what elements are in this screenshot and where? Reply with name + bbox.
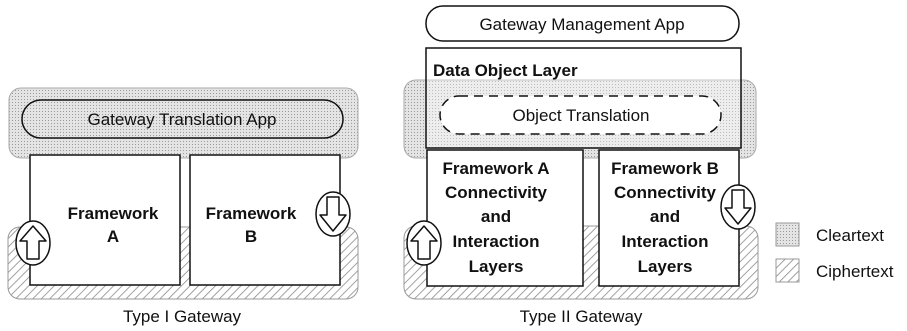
type2-framework-b-line3: and — [650, 207, 680, 226]
up-arrow-icon — [15, 220, 51, 266]
type1-framework-a-line2: A — [107, 227, 119, 246]
type1-framework-b-line2: B — [245, 227, 257, 246]
type2-framework-a-line5: Layers — [469, 257, 524, 276]
type2-framework-a-line3: and — [481, 207, 511, 226]
type2-framework-b-box — [598, 149, 740, 287]
type2-framework-b-line5: Layers — [638, 257, 693, 276]
type2-gateway: Gateway Management App Data Object Layer… — [403, 5, 759, 326]
type2-caption: Type II Gateway — [520, 307, 643, 326]
gateway-translation-app — [21, 99, 344, 139]
type1-gateway: Gateway Translation App Framework A Fram… — [7, 87, 359, 326]
gateway-translation-app-label: Gateway Translation App — [87, 110, 276, 129]
legend: Cleartext Ciphertext — [775, 222, 894, 283]
type1-framework-b-box — [189, 154, 341, 286]
type2-framework-a-box — [426, 149, 584, 287]
object-translation — [439, 95, 722, 135]
type2-framework-b-line4: Interaction — [622, 232, 709, 251]
down-arrow-icon — [315, 191, 351, 237]
legend-cleartext-label: Cleartext — [816, 226, 884, 245]
type2-framework-a-line4: Interaction — [453, 232, 540, 251]
type2-framework-b-line2: Connectivity — [614, 183, 717, 202]
gateway-management-app-label: Gateway Management App — [479, 15, 684, 34]
up-arrow-icon — [406, 220, 442, 266]
type1-caption: Type I Gateway — [123, 307, 242, 326]
gateway-management-app — [425, 5, 740, 42]
type1-framework-a-box — [29, 154, 181, 286]
legend-cleartext-swatch — [775, 222, 800, 247]
data-object-layer-label: Data Object Layer — [433, 61, 578, 80]
legend-ciphertext-label: Ciphertext — [816, 262, 894, 281]
type2-framework-a-line2: Connectivity — [445, 183, 548, 202]
down-arrow-icon — [720, 184, 756, 230]
object-translation-label: Object Translation — [512, 106, 649, 125]
type1-framework-a-line1: Framework — [68, 204, 159, 223]
type2-framework-b-line1: Framework B — [611, 159, 719, 178]
type2-framework-a-line1: Framework A — [442, 159, 549, 178]
type1-framework-b-line1: Framework — [206, 204, 297, 223]
legend-ciphertext-swatch — [775, 258, 800, 283]
